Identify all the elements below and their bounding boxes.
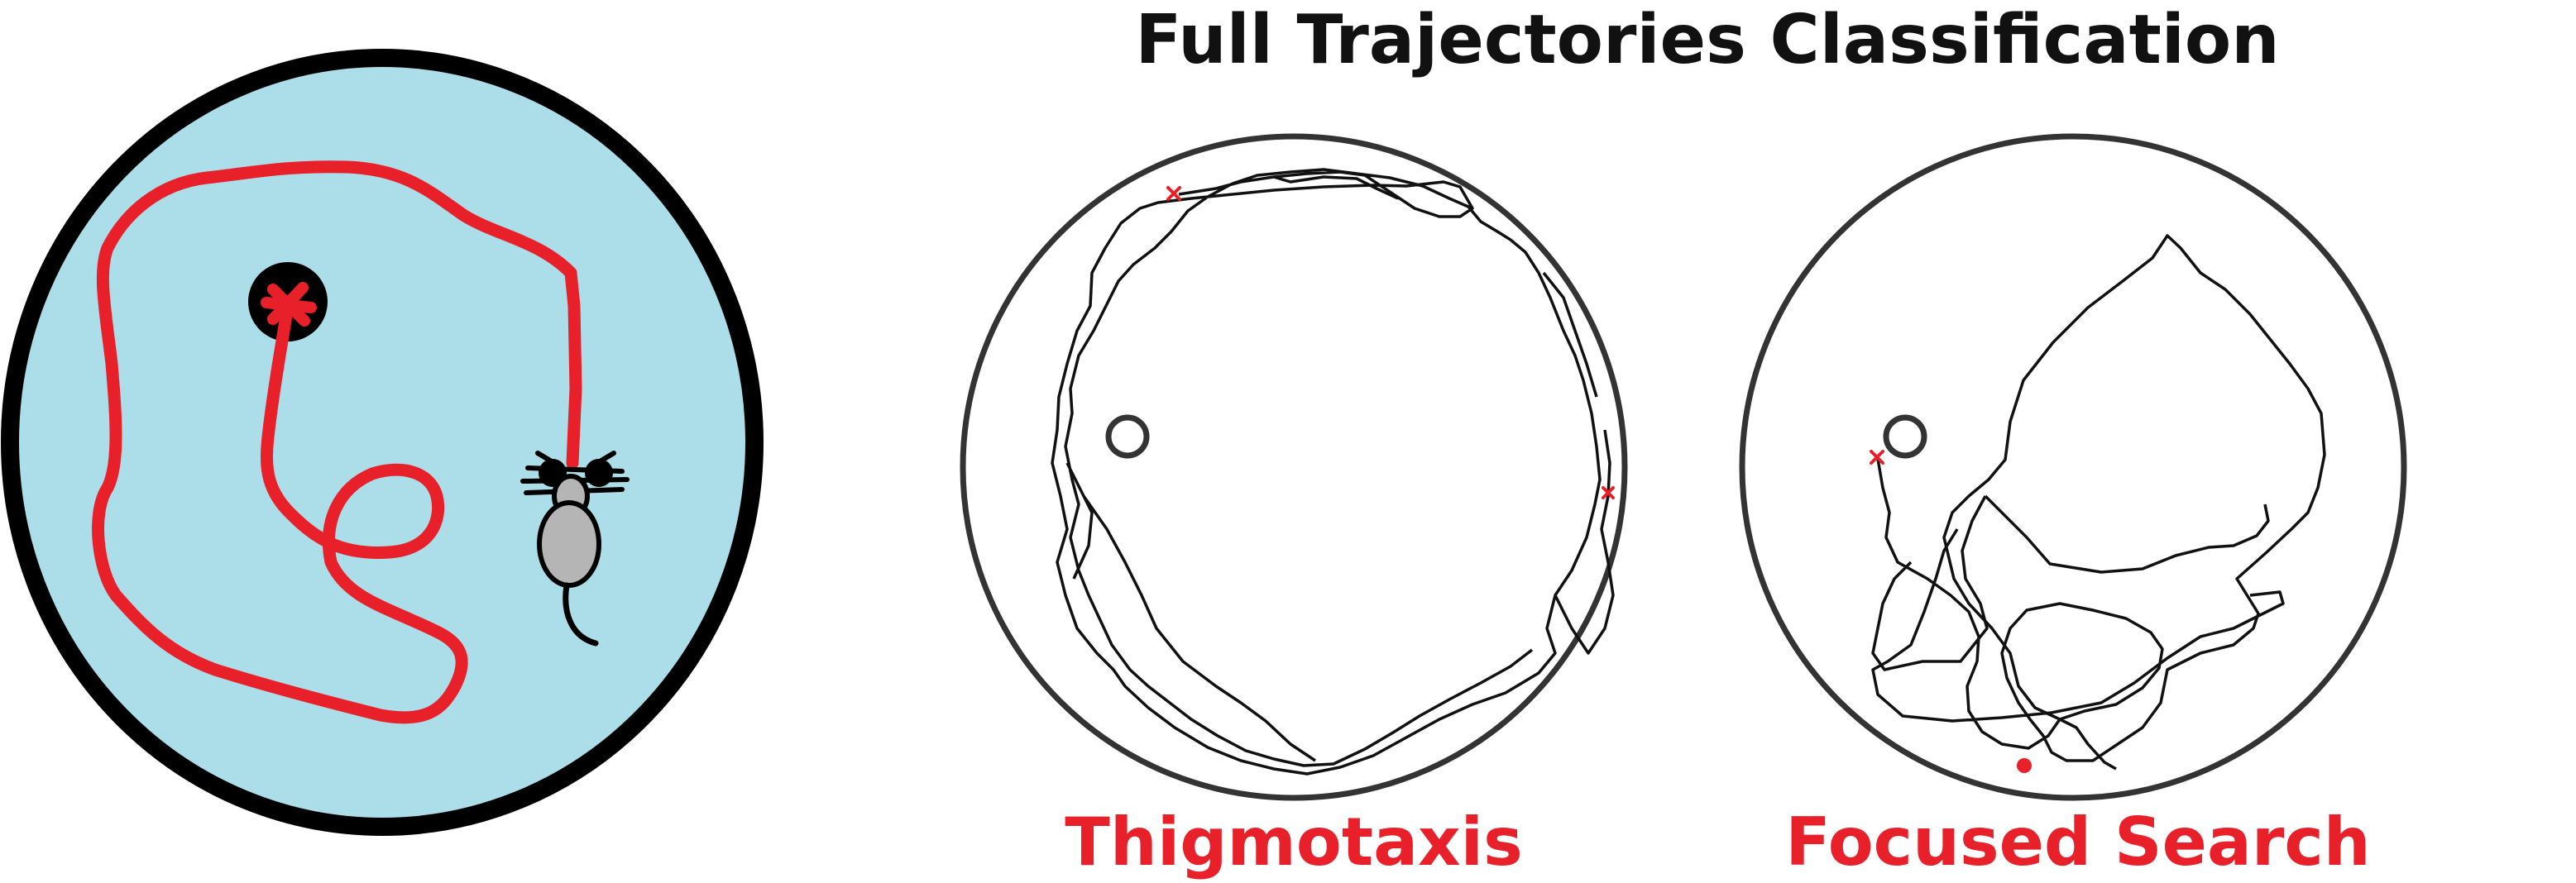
mouse-icon — [520, 451, 630, 647]
dot-marker-icon — [2017, 758, 2032, 773]
platform-icon — [1105, 414, 1150, 459]
x-marker-icon — [261, 282, 317, 327]
pool — [1, 49, 764, 836]
focused-search-panel: Focused Search — [1739, 133, 2407, 881]
x-marker-icon — [1166, 186, 1181, 201]
water-maze-illustration — [1, 49, 764, 836]
x-marker-icon — [1602, 486, 1615, 499]
thigmotaxis-panel: Thigmotaxis — [960, 133, 1628, 881]
focused-search-label: Focused Search — [1785, 804, 2370, 881]
platform-icon — [1883, 414, 1927, 459]
figure-title: Full Trajectories Classification — [1135, 1, 2279, 79]
pool-outline — [1739, 133, 2407, 801]
trajectory-line — [1871, 234, 2326, 771]
x-marker-icon — [1870, 450, 1884, 465]
swim-path — [92, 160, 582, 724]
trajectory-line — [1051, 168, 1615, 776]
thigmotaxis-label: Thigmotaxis — [1065, 804, 1522, 881]
pool-outline — [960, 133, 1628, 801]
